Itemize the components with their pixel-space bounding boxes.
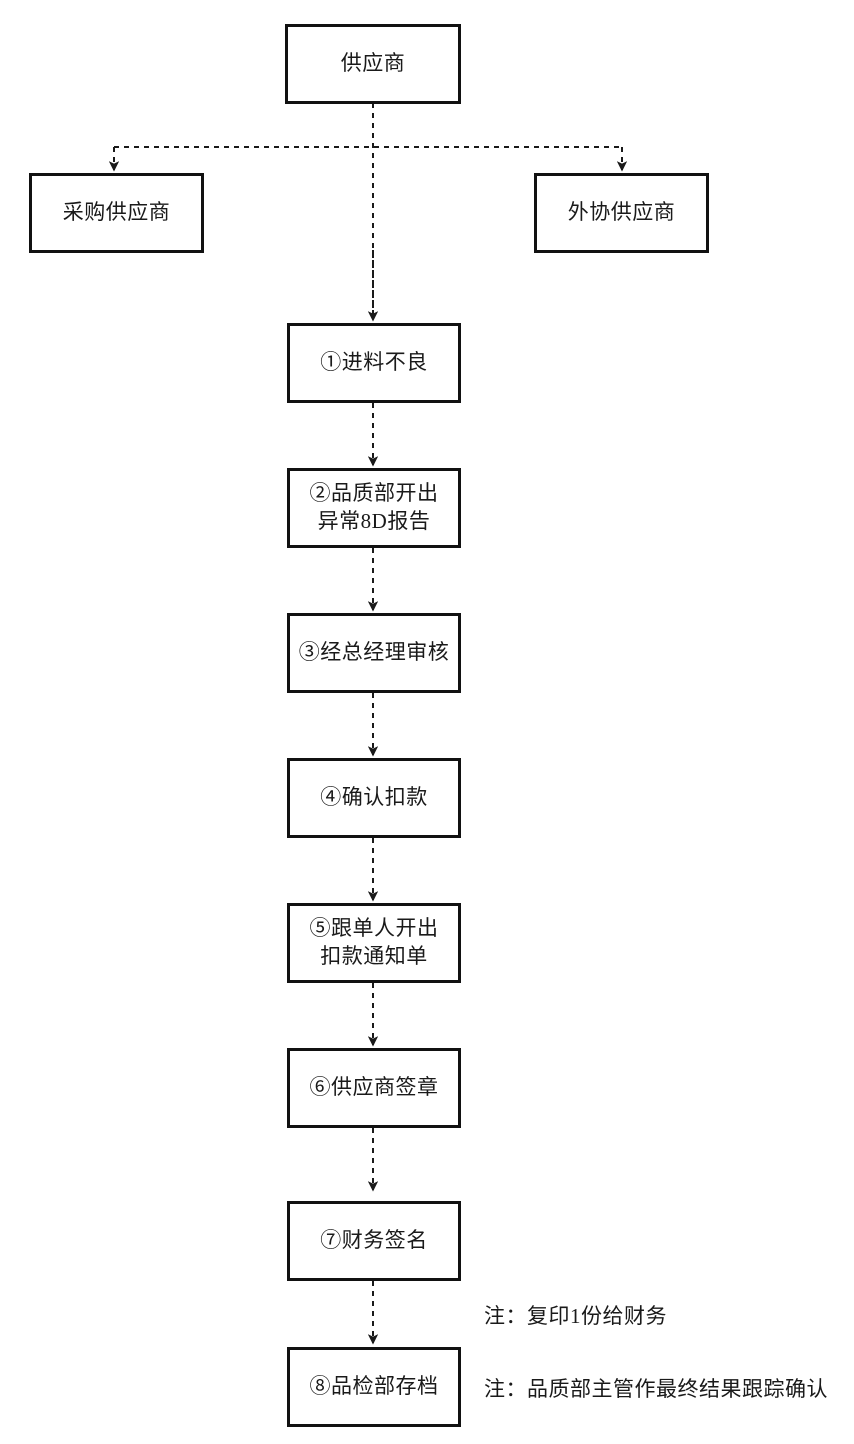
node-step-3[interactable]: ③经总经理审核 [287, 613, 461, 693]
node-step-8[interactable]: ⑧品检部存档 [287, 1347, 461, 1427]
node-step-1[interactable]: ①进料不良 [287, 323, 461, 403]
node-step-6[interactable]: ⑥供应商签章 [287, 1048, 461, 1128]
node-step-4[interactable]: ④确认扣款 [287, 758, 461, 838]
node-step-5[interactable]: ⑤跟单人开出 扣款通知单 [287, 903, 461, 983]
node-supplier[interactable]: 供应商 [285, 24, 461, 104]
note-qa-tracking: 注：品质部主管作最终结果跟踪确认 [484, 1377, 828, 1401]
node-step-2[interactable]: ②品质部开出 异常8D报告 [287, 468, 461, 548]
node-purchase-supplier[interactable]: 采购供应商 [29, 173, 204, 253]
node-step-7[interactable]: ⑦财务签名 [287, 1201, 461, 1281]
note-copy-finance: 注：复印1份给财务 [484, 1304, 667, 1328]
node-outsourcing-supplier[interactable]: 外协供应商 [534, 173, 709, 253]
